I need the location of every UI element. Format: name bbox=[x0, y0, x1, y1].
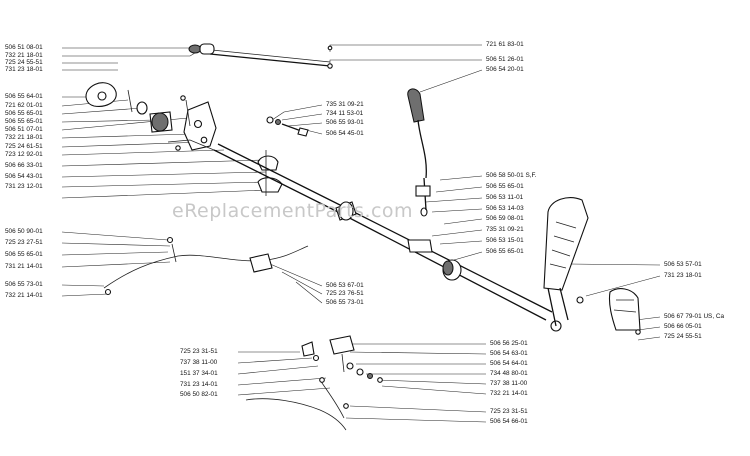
part-number-label[interactable]: 725 24 55-51 bbox=[664, 333, 702, 340]
part-number-label[interactable]: 732 21 18-01 bbox=[5, 52, 43, 59]
upper-throttle-rod bbox=[188, 43, 333, 69]
part-number-label[interactable]: 506 56 25-01 bbox=[490, 340, 528, 347]
part-number-label[interactable]: 506 66 05-01 bbox=[664, 323, 702, 330]
part-number-label[interactable]: 735 31 09-21 bbox=[326, 101, 364, 108]
lower-brake-assembly bbox=[245, 335, 383, 431]
part-number-label[interactable]: 506 54 64-01 bbox=[490, 360, 528, 367]
part-number-label[interactable]: 506 55 64-01 bbox=[5, 93, 43, 100]
part-number-label[interactable]: 506 54 43-01 bbox=[5, 173, 43, 180]
part-number-label[interactable]: 506 55 65-01 bbox=[5, 251, 43, 258]
part-number-label[interactable]: 732 21 14-01 bbox=[490, 390, 528, 397]
part-number-label[interactable]: 506 54 20-01 bbox=[486, 66, 524, 73]
guard-plate bbox=[608, 288, 641, 335]
leader-lines bbox=[61, 44, 661, 423]
part-number-label[interactable]: 506 58 50-01 S,F. bbox=[486, 172, 537, 179]
part-number-label[interactable]: 732 21 14-01 bbox=[5, 292, 43, 299]
part-number-label[interactable]: 731 23 12-01 bbox=[5, 183, 43, 190]
part-number-label[interactable]: 725 24 55-51 bbox=[5, 59, 43, 66]
linkage-assembly bbox=[85, 82, 217, 151]
lower-cable bbox=[103, 236, 309, 296]
part-number-label[interactable]: 506 54 66-01 bbox=[490, 418, 528, 425]
part-number-label[interactable]: 506 54 45-01 bbox=[326, 130, 364, 137]
part-number-label[interactable]: 734 48 80-01 bbox=[490, 370, 528, 377]
part-number-label[interactable]: 506 55 65-01 bbox=[486, 183, 524, 190]
part-number-label[interactable]: 737 38 11-00 bbox=[180, 359, 218, 366]
part-number-label[interactable]: 151 37 34-01 bbox=[180, 370, 218, 377]
part-number-label[interactable]: 506 53 11-01 bbox=[486, 194, 524, 201]
part-number-label[interactable]: 731 23 18-01 bbox=[664, 272, 702, 279]
part-number-label[interactable]: 734 11 53-01 bbox=[326, 110, 364, 117]
part-number-label[interactable]: 506 55 73-01 bbox=[326, 299, 364, 306]
part-number-label[interactable]: 506 66 33-01 bbox=[5, 162, 43, 169]
part-number-label[interactable]: 725 23 76-51 bbox=[326, 290, 364, 297]
part-number-label[interactable]: 506 53 57-01 bbox=[664, 261, 702, 268]
part-number-label[interactable]: 732 21 18-01 bbox=[5, 134, 43, 141]
part-number-label[interactable]: 725 24 61-51 bbox=[5, 143, 43, 150]
part-number-label[interactable]: 735 31 09-21 bbox=[486, 226, 524, 233]
part-number-label[interactable]: 737 38 11-00 bbox=[490, 380, 528, 387]
part-number-label[interactable]: 506 55 93-01 bbox=[326, 119, 364, 126]
part-number-label[interactable]: 506 51 08-01 bbox=[5, 44, 43, 51]
part-number-label[interactable]: 506 55 65-01 bbox=[5, 110, 43, 117]
part-number-label[interactable]: 506 51 07-01 bbox=[5, 126, 43, 133]
part-number-label[interactable]: 731 23 14-01 bbox=[180, 381, 218, 388]
part-number-label[interactable]: 725 23 27-51 bbox=[5, 239, 43, 246]
main-drive-shaft bbox=[213, 143, 562, 332]
part-number-label[interactable]: 506 55 65-01 bbox=[5, 118, 43, 125]
part-number-label[interactable]: 721 62 01-01 bbox=[5, 102, 43, 109]
part-number-label[interactable]: 506 55 73-01 bbox=[5, 281, 43, 288]
watermark: eReplacementParts.com bbox=[172, 200, 414, 222]
part-number-label[interactable]: 721 61 83-01 bbox=[486, 41, 524, 48]
part-number-label[interactable]: 506 50 82-01 bbox=[180, 391, 218, 398]
part-number-label[interactable]: 506 51 26-01 bbox=[486, 56, 524, 63]
part-number-label[interactable]: 506 53 67-01 bbox=[326, 282, 364, 289]
shift-lever bbox=[407, 88, 431, 211]
part-number-label[interactable]: 506 55 65-01 bbox=[486, 248, 524, 255]
part-number-label[interactable]: 506 67 79-01 US, Ca bbox=[664, 313, 725, 320]
part-number-label[interactable]: 725 23 31-51 bbox=[180, 348, 218, 355]
part-number-label[interactable]: 506 59 08-01 bbox=[486, 215, 524, 222]
handle-grip bbox=[543, 197, 589, 327]
part-number-label[interactable]: 731 23 18-01 bbox=[5, 66, 43, 73]
part-number-label[interactable]: 506 54 63-01 bbox=[490, 350, 528, 357]
part-number-label[interactable]: 731 21 14-01 bbox=[5, 263, 43, 270]
part-number-label[interactable]: 725 23 31-51 bbox=[490, 408, 528, 415]
part-number-label[interactable]: 506 53 15-01 bbox=[486, 237, 524, 244]
part-number-label[interactable]: 723 12 92-01 bbox=[5, 151, 43, 158]
part-number-label[interactable]: 506 53 14-03 bbox=[486, 205, 524, 212]
part-number-label[interactable]: 506 50 90-01 bbox=[5, 228, 43, 235]
